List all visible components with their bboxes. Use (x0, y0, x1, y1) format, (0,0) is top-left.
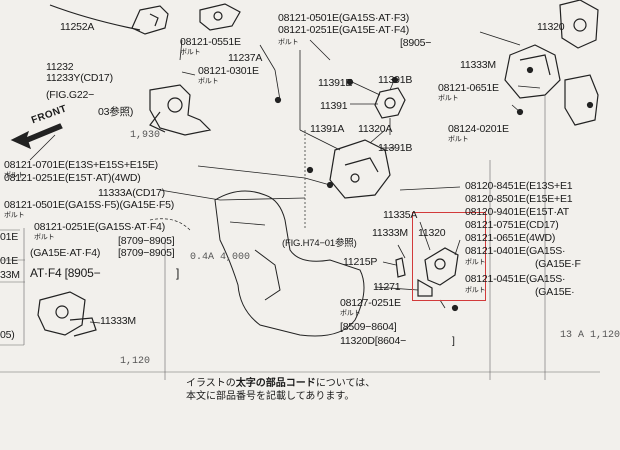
label-bolt-0301e: 08121-0301E (198, 65, 259, 77)
label-bolt-0501e-l-sub: ボルト (4, 212, 25, 219)
mount-11320-highlighted (424, 247, 459, 286)
label-11320d: 11320D[8604− (340, 335, 407, 347)
bolt-11215p (395, 257, 406, 278)
label-range-8905: [8905− (400, 37, 432, 49)
label-11271: 11271 (373, 281, 401, 293)
footnote-line-1: イラストの太字の部品コードについては、 (186, 377, 375, 390)
label-bolt-0251e-l2-sub: ボルト (34, 234, 55, 241)
label-at-f4: AT·F4 [8905− (30, 266, 101, 280)
table-fragment-3: 1,120 (120, 356, 151, 367)
label-11237a: 11237A (228, 52, 263, 64)
label-bolt-0651e: 08121-0651E(4WD) (465, 232, 556, 244)
bracket-top-center (199, 3, 241, 31)
label-bolt-0401e-sub: ボルト (465, 259, 486, 266)
mount-bracket-11320a (329, 139, 391, 199)
label-bolt-8501e: 08120-8501E(E15E+E1 (465, 193, 573, 205)
label-fig-g22-ref: 03参照) (98, 106, 134, 118)
label-ga15e-range: (GA15E·AT·F4) (30, 247, 101, 259)
label-bolt-0501e-l: 08121-0501E(GA15S·F5)(GA15E·F5) (4, 199, 175, 211)
label-11233y: 11233Y(CD17) (46, 72, 113, 84)
label-bolt-0201e: 08124-0201E (448, 123, 509, 135)
label-11333m-c: 11333M (372, 227, 408, 239)
label-fig-h74: (FIG.H74−01参照) (282, 238, 357, 249)
label-left-01e2: 01E (0, 255, 19, 267)
label-11391b-top: 11391B (378, 74, 413, 86)
label-bolt-0301e-sub: ボルト (198, 78, 219, 85)
label-bolt-0451e-b: (GA15E· (535, 286, 575, 298)
label-bolt-0251e-c-sub: ボルト (340, 310, 361, 317)
bracket-right-mid (564, 74, 599, 126)
label-11232: 11232 (46, 61, 74, 73)
label-bolt-0401e-b: (GA15E·F (535, 258, 581, 270)
label-11391b: 11391B (378, 142, 413, 154)
mount-right-far (559, 0, 599, 49)
footnote-bold: 太字の部品コード (235, 378, 316, 389)
footnote-line-2: 本文に部品番号を記載してあります。 (186, 391, 355, 402)
label-11391: 11391 (320, 100, 348, 112)
label-bolt-0651e-tr-sub: ボルト (438, 95, 459, 102)
label-bolt-0201e-sub: ボルト (448, 136, 469, 143)
mount-bottom-left (37, 291, 86, 336)
hose-left (49, 4, 141, 31)
label-bolt-0651e-tr: 08121-0651E (438, 82, 499, 94)
label-bolt-0401e: 08121-0401E(GA15S· (465, 245, 566, 257)
label-left-01e: 01E (0, 231, 19, 243)
label-left-05: 05) (0, 329, 15, 341)
label-11391e: 11391E (318, 77, 353, 89)
label-fig-g22: (FIG.G22− (46, 89, 95, 101)
label-11391a: 11391A (310, 123, 345, 135)
label-bolt-8451e: 08120-8451E(E13S+E1 (465, 180, 573, 192)
label-11333a: 11333A(CD17) (98, 187, 165, 199)
label-11252a: 11252A (60, 21, 95, 33)
label-bolt-0701e: 08121-0701E(E13S+E15S+E15E) (4, 159, 158, 171)
label-bolt-0251e-l: 08121-0251E(E15T·AT)(4WD) (4, 172, 141, 184)
label-bolt-0701e-sub: ボルト (4, 172, 25, 179)
label-11320d-end: ] (452, 335, 455, 347)
transmission-outline (214, 190, 365, 337)
label-bolt-0251e-c: 08127-0251E (340, 297, 401, 309)
parts-diagram-drawing (0, 0, 600, 380)
front-arrow (10, 123, 63, 150)
label-11333m-bl: 11333M (100, 315, 136, 327)
label-11320-c: 11320 (418, 227, 446, 239)
table-fragment-4: 13 A 1,120 (560, 330, 620, 341)
footnote-pre: イラストの (186, 378, 236, 389)
insulator-11391 (374, 87, 406, 119)
label-11320-tr: 11320 (537, 21, 565, 33)
label-bolt-0451e-sub: ボルト (465, 287, 486, 294)
label-bolt-sub-top: ボルト (278, 39, 299, 46)
label-bolt-0751e: 08121-0751E(CD17) (465, 219, 559, 231)
label-bolt-0251e-l2: 08121-0251E(GA15S·AT·F4) (34, 221, 165, 233)
table-fragment-1: 0.4A 4,000 (190, 252, 251, 263)
mount-right-top (504, 44, 561, 99)
label-11335a: 11335A (383, 209, 418, 221)
footnote-post: については、 (315, 378, 376, 389)
label-11320a: 11320A (358, 123, 393, 135)
label-11215p: 11215P (343, 256, 378, 268)
label-bolt-9401e: 08120-9401E(E15T·AT (465, 206, 569, 218)
label-at-f4-end: ] (176, 266, 180, 280)
label-11333m-tr: 11333M (460, 59, 496, 71)
label-range-8509-8604: [8509−8604] (340, 321, 397, 333)
label-bolt-0251e-top: 08121-0251E(GA15E·AT·F4) (278, 24, 409, 36)
label-range-8709-8905: [8709−8905] (118, 235, 175, 247)
label-range-8709-8905b: [8709−8905] (118, 247, 175, 259)
label-bolt-0551e-sub: ボルト (180, 49, 201, 56)
table-fragment-2: 1,930 (130, 130, 161, 141)
label-left-33m: 33M (0, 269, 20, 281)
label-bolt-0501e-top: 08121-0501E(GA15S·AT·F3) (278, 12, 409, 24)
label-bolt-0451e: 08121-0451E(GA15S· (465, 273, 566, 285)
label-bolt-0551e: 08121-0551E (180, 36, 241, 48)
highlight-box (412, 212, 486, 301)
